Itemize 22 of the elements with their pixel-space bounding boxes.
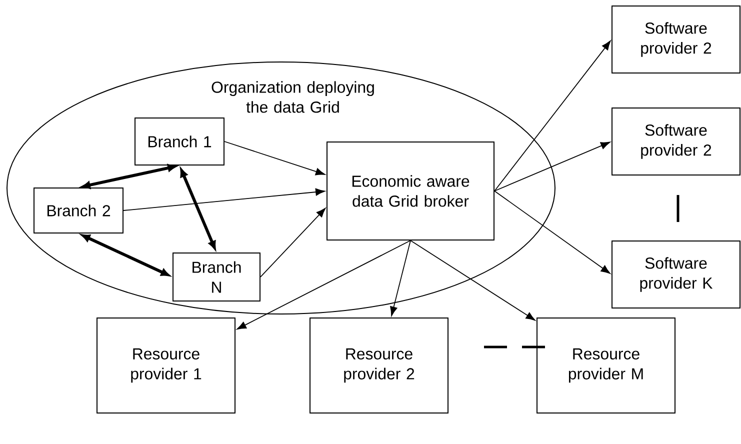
arrow bbox=[236, 240, 411, 330]
provider-box: Resource provider 1 bbox=[96, 318, 236, 414]
provider-box: Software provider 2 bbox=[612, 108, 740, 176]
arrow bbox=[224, 141, 326, 176]
arrow bbox=[494, 190, 610, 274]
ellipse-label: Organization deploying the data Grid bbox=[212, 81, 374, 113]
provider-box: Resource provider M bbox=[536, 318, 676, 414]
arrow bbox=[410, 240, 536, 321]
branch-box: Branch 1 bbox=[134, 118, 224, 166]
arrow bbox=[494, 40, 611, 192]
provider-box: Software provider 2 bbox=[612, 6, 740, 74]
arrow bbox=[123, 188, 326, 211]
arrow bbox=[390, 240, 411, 316]
arrow bbox=[180, 168, 216, 250]
arrow bbox=[494, 142, 610, 192]
arrow bbox=[260, 208, 326, 278]
provider-box: Resource provider 2 bbox=[310, 318, 448, 414]
provider-box: Software provider K bbox=[612, 240, 740, 308]
branch-box: Branch 2 bbox=[34, 188, 124, 234]
broker-box: Economic aware data Grid broker bbox=[326, 142, 494, 240]
branch-box: Branch N bbox=[172, 252, 260, 302]
arrow bbox=[82, 234, 170, 276]
